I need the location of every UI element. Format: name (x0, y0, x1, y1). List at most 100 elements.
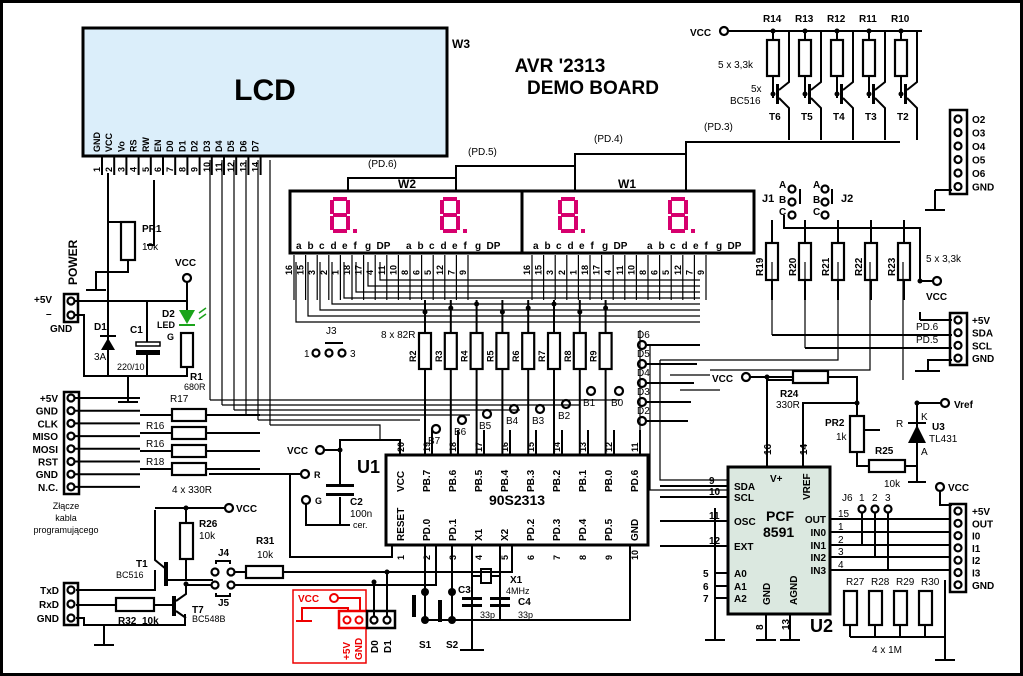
j1-pin-a[interactable] (787, 184, 797, 194)
analog-resistor-value: 4 x 1M (872, 645, 902, 656)
u2-left-pin-label: EXT (734, 542, 753, 553)
u2-agnd-number: 13 (781, 618, 792, 630)
display-pin-number: 4 (365, 270, 375, 275)
u2-ref: U2 (810, 616, 833, 636)
out-connector-label: O4 (972, 142, 986, 153)
prog-connector-pin (66, 469, 76, 479)
j4-pin-1[interactable] (210, 567, 220, 577)
j5-pin-1[interactable] (210, 580, 220, 590)
display-pin-number: 6 (650, 270, 660, 275)
lcd-pin-number: 14 (251, 162, 261, 172)
segment-label: c (319, 241, 325, 252)
seven-segment-digit (668, 197, 695, 233)
c4-value: 33p (518, 610, 533, 620)
u2-part-1: PCF (766, 508, 794, 524)
u1-bottom-pin-label: PD.0 (422, 518, 433, 541)
j2-pin-a[interactable] (820, 184, 830, 194)
j1-pin-c[interactable] (787, 210, 797, 220)
s1-label[interactable]: S1 (419, 640, 432, 651)
transistor-icon (776, 84, 779, 104)
j3-pin-2[interactable] (324, 348, 334, 358)
u1-top-pin-number: 11 (630, 442, 640, 452)
segment (330, 216, 334, 230)
display-pin-number: 15 (296, 265, 306, 275)
test-point-b-label: B4 (506, 416, 519, 427)
transistor-icon (808, 84, 811, 104)
driver-transistor-type: BC516 (730, 96, 761, 107)
u1-bottom-pin-number: 9 (604, 555, 614, 560)
test-point-b (481, 408, 493, 420)
lcd-pin-number: 12 (226, 162, 236, 172)
s2-label[interactable]: S2 (446, 640, 459, 651)
prog-resistor-icon (170, 461, 208, 477)
r24-value: 330R (776, 400, 800, 411)
u1-top-pin-number: 19 (422, 442, 432, 452)
u1-body (384, 453, 650, 547)
title-line-1: AVR '2313 (515, 56, 606, 77)
analog-connector-pin (953, 543, 963, 553)
segment-resistor-icon (521, 331, 536, 371)
segment (668, 216, 672, 230)
j2-c: C (813, 207, 820, 218)
prog-resistor-label: R16 (146, 421, 165, 432)
prog-caption-line: kabla (55, 513, 77, 523)
c3-label: C3 (458, 585, 471, 596)
segment-resistor-label: R3 (434, 350, 444, 362)
segment-label: f (464, 241, 468, 252)
j6-pin[interactable] (870, 504, 880, 514)
u1-bottom-pin-number: 10 (630, 550, 640, 560)
display-pin-number: 17 (354, 265, 364, 275)
analog-connector-label: GND (972, 581, 994, 592)
u1-bottom-pin-number: 4 (474, 555, 484, 560)
out-connector-label: GND (972, 183, 994, 194)
j3-pin-1[interactable] (311, 348, 321, 358)
j2-pin-c[interactable] (820, 210, 830, 220)
t7-value: BC548B (192, 614, 226, 624)
j1-pin-b[interactable] (787, 197, 797, 207)
segment (333, 229, 347, 233)
u2-right-pin-number: 1 (838, 522, 844, 533)
segment-resistor-label: R5 (485, 350, 495, 362)
j2-pin-b[interactable] (820, 197, 830, 207)
j6-pin[interactable] (883, 504, 893, 514)
out-connector-pin (953, 127, 963, 138)
lcd-pin-number: 3 (116, 167, 126, 172)
inset-plus5v-label: +5V (342, 642, 353, 660)
i2c-connector-label: GND (972, 354, 994, 365)
j3-pin-3-label: 3 (350, 349, 356, 360)
segment-label: DP (728, 241, 742, 252)
display-pin-number: 6 (412, 270, 422, 275)
r31-label: R31 (256, 536, 275, 547)
j6-pin[interactable] (857, 504, 867, 514)
analog-resistor-icon (842, 589, 859, 627)
j4-pin-2[interactable] (226, 567, 236, 577)
display-pin-number: 10 (388, 265, 398, 275)
analog-connector-pin (953, 580, 963, 590)
u2-vplus-label: V+ (770, 474, 783, 485)
u1-top-pin-label: PB.7 (422, 469, 433, 492)
pullup-resistor-icon (863, 241, 879, 282)
transistor-label: T5 (801, 112, 813, 123)
bus-wiring (209, 160, 904, 491)
j5-pin-2[interactable] (226, 580, 236, 590)
analog-connector-pin (953, 506, 963, 516)
segment-label: e (693, 241, 699, 252)
test-point-b-label: B6 (454, 427, 467, 438)
c1-label: C1 (130, 325, 143, 336)
decimal-point (353, 229, 357, 233)
j3-pin-3[interactable] (337, 348, 347, 358)
u1-ref: U1 (357, 457, 380, 477)
u1-top-pin-label: PB.3 (526, 469, 537, 492)
j1-c: C (779, 207, 786, 218)
segment-resistor-icon (546, 331, 562, 371)
lcd-pin-label: Vo (116, 141, 126, 152)
inset-gnd-label: GND (354, 638, 365, 660)
pullup-resistor-label: R21 (821, 257, 832, 276)
analog-resistor-label: R27 (846, 577, 865, 588)
u1-r-label: R (314, 470, 321, 480)
j2-label: J2 (841, 193, 853, 205)
